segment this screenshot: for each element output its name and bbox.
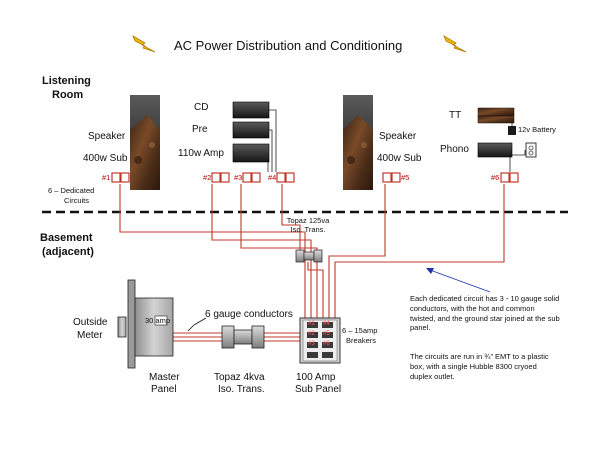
outlet-3-label: #3 — [234, 173, 243, 182]
speaker-left-label: Speaker — [88, 131, 126, 142]
speaker-right-rating: 400w Sub — [377, 153, 422, 164]
breaker-label: #3 — [308, 341, 315, 347]
phono-label: Phono — [440, 144, 469, 155]
tt-label: TT — [449, 110, 462, 121]
sub-panel — [299, 317, 341, 364]
battery-label: 12v Battery — [518, 125, 556, 134]
phono-preamp — [477, 142, 513, 158]
lightning-bolt-right-icon — [443, 35, 467, 53]
outside-meter — [117, 316, 127, 338]
conductors-label: 6 gauge conductors — [205, 309, 293, 320]
speaker-right — [343, 95, 373, 190]
large-isolation-transformer — [221, 325, 265, 349]
cd-label: CD — [194, 102, 209, 113]
lightning-bolt-left-icon — [132, 35, 156, 53]
sub-panel-label-line2: Sub Panel — [295, 384, 342, 395]
outlet-2 — [211, 172, 230, 183]
note-conductors: Each dedicated circuit has 3 - 10 gauge … — [410, 294, 560, 333]
outlet-5-label: #5 — [401, 173, 410, 182]
breaker-label: #4 — [323, 321, 330, 327]
breaker-label: #5 — [323, 331, 330, 337]
breaker-label: #2 — [308, 331, 315, 337]
amplifier — [232, 143, 270, 163]
pre-label: Pre — [192, 124, 208, 135]
battery — [508, 126, 516, 135]
speaker-right-label: Speaker — [379, 131, 417, 142]
small-iso-label-line1: Topaz 125va — [286, 216, 330, 225]
listening-room-heading-line2: Room — [52, 89, 84, 101]
phono-power-supply — [525, 142, 537, 158]
master-panel-label-line1: Master — [149, 372, 180, 383]
basement-heading-line1: Basement — [40, 232, 93, 244]
outlet-5 — [382, 172, 401, 183]
outlet-6 — [500, 172, 519, 183]
small-isolation-transformer — [295, 249, 323, 263]
breaker-30-label: 30 amp — [145, 316, 171, 325]
outlet-4-label: #4 — [268, 173, 277, 182]
turntable — [477, 107, 515, 124]
listening-room-heading-line1: Listening — [42, 75, 91, 87]
breakers-label-line2: Breakers — [346, 336, 377, 345]
big-iso-label-line1: Topaz 4kva — [214, 372, 265, 383]
meter-label-line2: Meter — [77, 330, 103, 341]
speaker-left — [130, 95, 160, 190]
meter-label-line1: Outside — [73, 317, 108, 328]
basement-heading-line2: (adjacent) — [42, 246, 94, 258]
small-iso-label-line2: Iso. Trans. — [290, 225, 326, 234]
breaker-label: #6 — [323, 341, 330, 347]
cd-player — [232, 101, 270, 119]
outlet-1-label: #1 — [102, 173, 111, 182]
sub-panel-label-line1: 100 Amp — [296, 372, 336, 383]
master-panel — [127, 279, 174, 369]
breaker-label: #1 — [308, 321, 315, 327]
diagram-title: AC Power Distribution and Conditioning — [174, 38, 403, 53]
dedicated-circuits-label-line2: Circuits — [64, 196, 90, 205]
outlet-1 — [111, 172, 130, 183]
preamp — [232, 121, 270, 139]
speaker-left-rating: 400w Sub — [83, 153, 128, 164]
dedicated-circuits-label-line1: 6 – Dedicated — [48, 186, 95, 195]
outlet-6-label: #6 — [491, 173, 500, 182]
master-panel-label-line2: Panel — [151, 384, 177, 395]
breakers-label-line1: 6 – 15amp — [342, 326, 378, 335]
outlet-4 — [276, 172, 295, 183]
outlet-3 — [242, 172, 261, 183]
outlet-2-label: #2 — [203, 173, 212, 182]
amp-label: 110w Amp — [178, 148, 224, 159]
note-pointer-arrow — [426, 268, 491, 293]
note-emt: The circuits are run in ¾” EMT to a plas… — [410, 352, 549, 381]
dedicated-circuit-wires — [119, 184, 505, 318]
big-iso-label-line2: Iso. Trans. — [218, 384, 265, 395]
